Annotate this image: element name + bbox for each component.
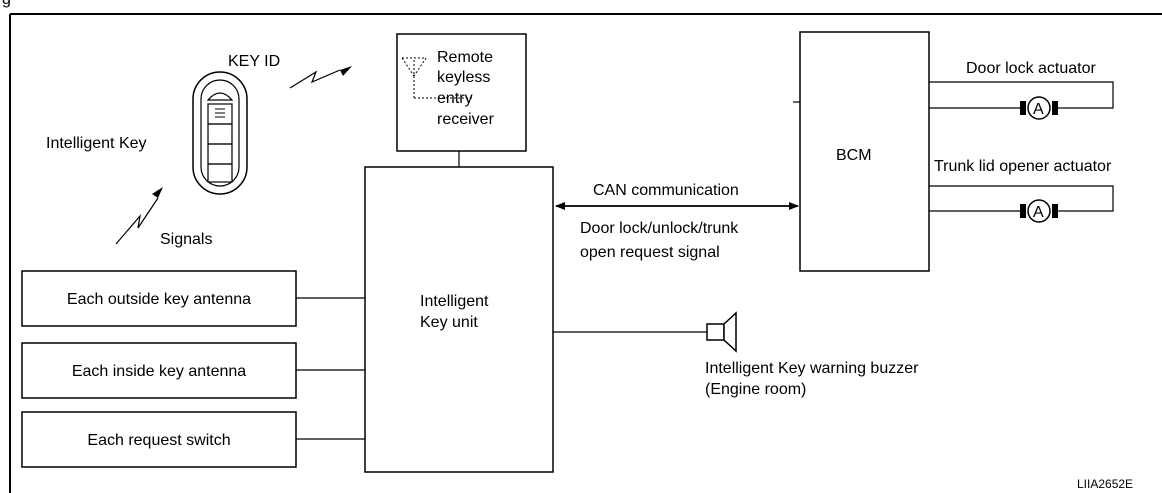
intelligent-key-label: Intelligent Key [46, 135, 147, 152]
outside-antenna-label: Each outside key antenna [67, 291, 251, 308]
door-lock-motor-symbol: A [1033, 101, 1044, 118]
key-id-label: KEY ID [228, 53, 280, 70]
receiver-label-line3: entry [437, 90, 473, 107]
outer-frame [9, 13, 1162, 493]
request-switch-label: Each request switch [87, 432, 230, 449]
key-id-signal-icon [289, 66, 352, 89]
trunk-lid-motor-symbol: A [1033, 204, 1044, 221]
bcm-label: BCM [836, 147, 872, 164]
antenna-icon [401, 57, 474, 99]
outside-antenna-box [21, 270, 297, 327]
remote-keyless-entry-receiver-box [396, 33, 527, 152]
trunk-lid-motor-icon: A [1027, 199, 1051, 223]
intelligent-key-fob-icon [192, 71, 248, 195]
inside-antenna-box [21, 342, 297, 399]
receiver-label-line1: Remote [437, 49, 493, 66]
receiver-label-line2: keyless [437, 69, 490, 86]
door-lock-actuator-circuit [929, 81, 1114, 115]
door-lock-motor-icon: A [1027, 96, 1051, 120]
signals-label: Signals [160, 231, 212, 248]
inside-antenna-label: Each inside key antenna [72, 363, 246, 380]
trunk-lid-actuator-label: Trunk lid opener actuator [934, 158, 1112, 175]
bcm-box [799, 31, 930, 272]
signals-icon [115, 187, 163, 245]
request-signal-line2: open request signal [580, 244, 720, 261]
door-lock-actuator-label: Door lock actuator [966, 60, 1097, 77]
intelligent-key-unit-box [364, 166, 554, 473]
buzzer-label-line1: Intelligent Key warning buzzer [705, 360, 919, 377]
header-partial-title: g [2, 0, 11, 8]
trunk-lid-actuator-circuit [929, 185, 1114, 218]
request-signal-line1: Door lock/unlock/trunk [580, 220, 739, 237]
figure-id: LIIA2652E [1077, 477, 1133, 491]
key-unit-label-line2: Key unit [420, 314, 478, 331]
can-communication-label: CAN communication [593, 182, 739, 199]
request-switch-box [21, 411, 297, 468]
receiver-label-line4: receiver [437, 111, 495, 128]
buzzer-label-line2: (Engine room) [705, 381, 806, 398]
key-unit-label-line1: Intelligent [420, 293, 489, 310]
buzzer-icon [706, 311, 737, 353]
